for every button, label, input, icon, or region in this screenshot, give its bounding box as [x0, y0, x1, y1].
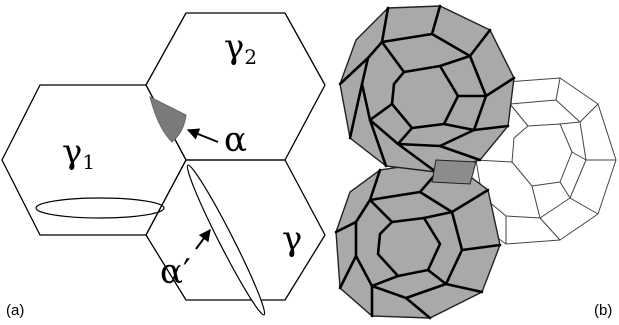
alpha-prime-label: α′ [160, 252, 191, 292]
grain-gamma-hexagon [145, 159, 326, 301]
alpha-prime-precipitate-shape [186, 164, 266, 316]
upper-shaded-truncated-octahedron [338, 4, 516, 174]
gamma2-label: γ2 [224, 27, 257, 69]
gamma1-label: γ1 [62, 132, 95, 174]
boundary-lens-precipitate [35, 197, 165, 219]
alpha-label: α [224, 120, 247, 160]
alpha-arrow [186, 128, 219, 143]
lower-shaded-truncated-octahedron [334, 158, 502, 320]
panel-a: γ2 γ1 γ α α′ (a) [1, 12, 326, 319]
alpha-precipitate-shape [149, 96, 187, 143]
gamma-label: γ [282, 219, 302, 259]
alpha-prime-arrow [195, 229, 211, 250]
triple-junction-face [431, 159, 477, 185]
panel-a-tag: (a) [6, 302, 24, 319]
panel-b-tag: (b) [594, 302, 612, 319]
panel-b: (b) [334, 4, 617, 320]
